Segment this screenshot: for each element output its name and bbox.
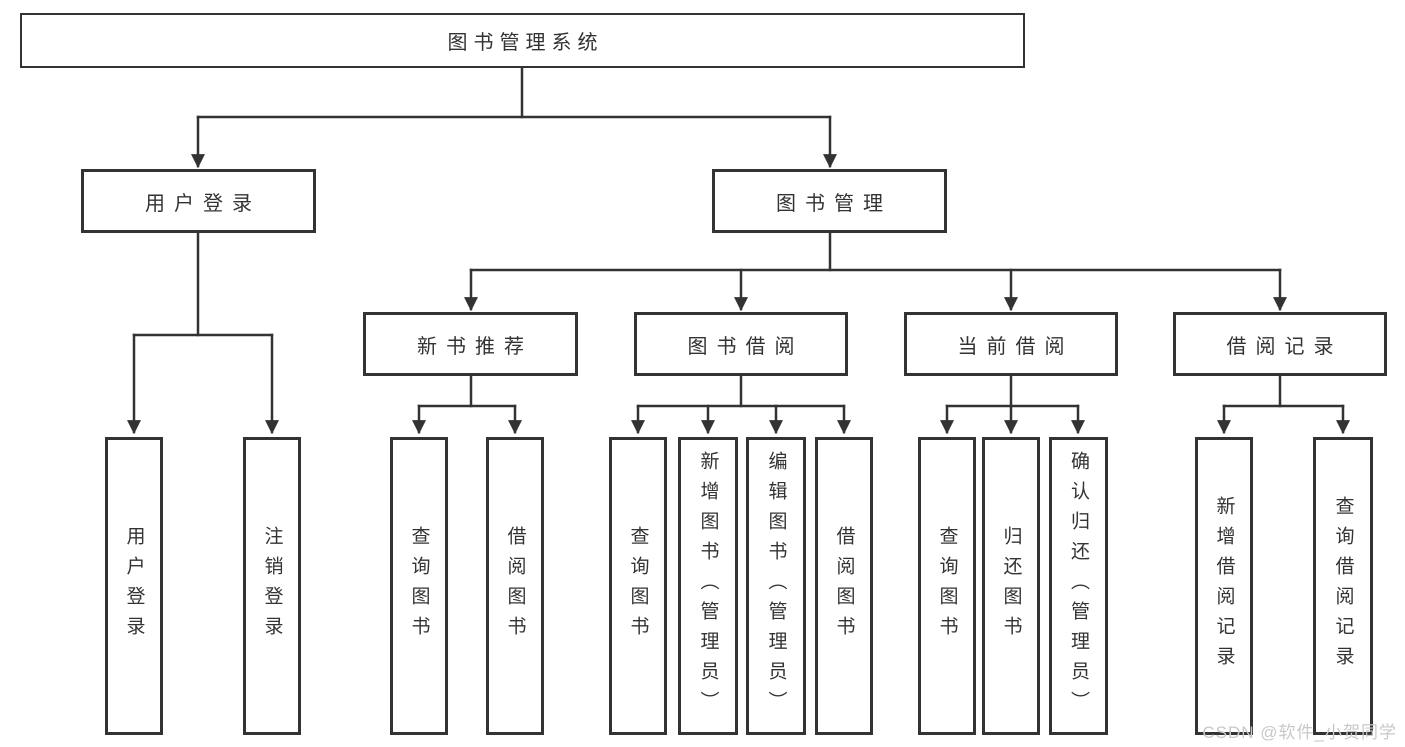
leaf-bb-edit-books-admin: 编辑图书（管理员） — [746, 437, 806, 735]
node-label: 编辑图书（管理员） — [765, 451, 787, 721]
leaf-cb-query-books: 查询图书 — [918, 437, 976, 735]
leaf-nbr-query-books: 查询图书 — [390, 437, 448, 735]
node-label: 当前借阅 — [957, 335, 1074, 358]
node-label: 查询借阅记录 — [1332, 496, 1354, 676]
node-new-book-recommendation: 新书推荐 — [363, 312, 578, 376]
node-label: 用户登录 — [123, 526, 145, 646]
leaf-br-add-borrow-record: 新增借阅记录 — [1195, 437, 1253, 735]
connector-current-borrowing-to-leaves — [940, 373, 1085, 435]
node-label: 图书管理系统 — [447, 32, 604, 54]
node-book-borrowing: 图书借阅 — [634, 312, 848, 376]
node-label: 用户登录 — [145, 192, 261, 215]
node-borrowing-records: 借阅记录 — [1173, 312, 1387, 376]
node-label: 确认归还（管理员） — [1068, 451, 1089, 721]
connector-borrowing-records-to-leaves — [1217, 373, 1350, 435]
node-label: 借阅图书 — [504, 526, 526, 646]
node-label: 注销登录 — [261, 526, 283, 646]
leaf-bb-borrow-books: 借阅图书 — [815, 437, 873, 735]
leaf-br-query-borrow-record: 查询借阅记录 — [1313, 437, 1373, 735]
connector-book-management-to-level3 — [464, 230, 1287, 312]
node-current-borrowing: 当前借阅 — [904, 312, 1118, 376]
node-label: 图书管理 — [776, 192, 892, 215]
node-label: 归还图书 — [1000, 526, 1022, 646]
node-label: 查询图书 — [936, 526, 958, 646]
leaf-user-login: 用户登录 — [105, 437, 163, 735]
connector-new-book-recommendation-to-leaves — [412, 373, 522, 435]
leaf-bb-query-books: 查询图书 — [609, 437, 667, 735]
node-label: 新增借阅记录 — [1213, 496, 1235, 676]
node-label: 新书推荐 — [417, 335, 533, 358]
leaf-cb-confirm-return-admin: 确认归还（管理员） — [1049, 437, 1108, 735]
node-label: 图书借阅 — [687, 335, 804, 358]
node-label: 查询图书 — [408, 526, 430, 646]
node-user-login: 用户登录 — [81, 169, 316, 233]
node-label: 查询图书 — [627, 526, 649, 646]
connector-root-to-level2 — [191, 65, 837, 169]
node-book-management: 图书管理 — [712, 169, 947, 233]
leaf-logout-login: 注销登录 — [243, 437, 301, 735]
node-label: 新增图书（管理员） — [697, 451, 719, 721]
connector-book-borrowing-to-leaves — [631, 373, 851, 435]
node-root-library-management-system: 图书管理系统 — [20, 13, 1025, 68]
connector-user-login-to-leaves — [127, 230, 279, 435]
node-label: 借阅记录 — [1226, 335, 1343, 358]
leaf-cb-return-books: 归还图书 — [982, 437, 1040, 735]
leaf-nbr-borrow-books: 借阅图书 — [486, 437, 544, 735]
leaf-bb-add-books-admin: 新增图书（管理员） — [678, 437, 738, 735]
csdn-watermark: CSDN @软件_小贺同学 — [1202, 723, 1397, 742]
node-label: 借阅图书 — [833, 526, 855, 646]
